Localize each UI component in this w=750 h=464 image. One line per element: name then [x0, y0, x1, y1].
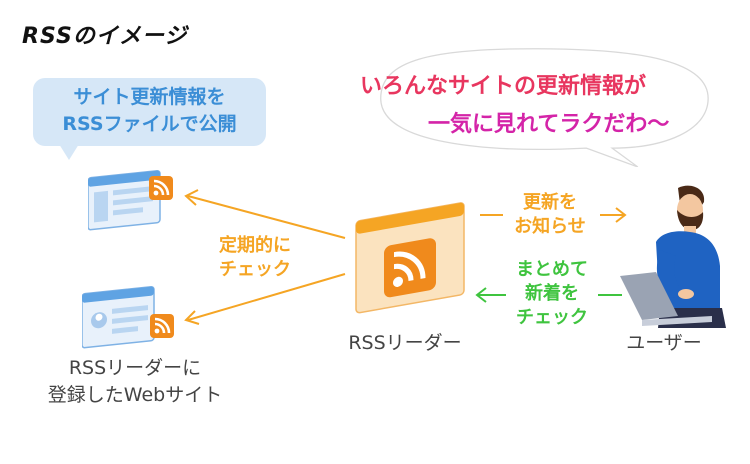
- bulk-check-line-3: チェック: [516, 307, 588, 328]
- rss-reader-label: RSSリーダー: [348, 332, 462, 354]
- site-info-bubble: サイト更新情報を RSSファイルで公開: [33, 78, 266, 160]
- user-speech-bubble: [380, 48, 709, 167]
- rss-feed-icon-1: [149, 176, 173, 200]
- bulk-check-line-2: 新着を: [525, 283, 579, 304]
- registered-sites-label: RSSリーダーに 登録したWebサイト: [15, 355, 255, 409]
- periodic-check-line-2: チェック: [219, 259, 291, 280]
- registered-sites-line-1: RSSリーダーに: [68, 357, 202, 379]
- website-window-icon-1: [88, 169, 161, 231]
- user-illustration: [620, 185, 726, 328]
- user-label: ユーザー: [626, 332, 702, 354]
- notify-line-1: 更新を: [523, 192, 577, 213]
- bulk-check-line-1: まとめて: [516, 259, 588, 280]
- diagram-title: RSSのイメージ: [22, 24, 188, 49]
- bulk-check-label: まとめて 新着を チェック: [502, 258, 602, 330]
- site-info-line-2: RSSファイルで公開: [62, 113, 237, 135]
- rss-feed-icon-2: [150, 314, 174, 338]
- periodic-check-label: 定期的に チェック: [205, 234, 305, 282]
- speech-line-2: 一気に見れてラクだわ〜: [428, 112, 670, 137]
- periodic-check-line-1: 定期的に: [219, 235, 291, 256]
- rss-reader-window-icon: [355, 202, 465, 314]
- site-info-line-1: サイト更新情報を: [73, 86, 226, 108]
- notify-line-2: お知らせ: [514, 216, 586, 237]
- website-window-icon-2: [82, 285, 155, 349]
- registered-sites-line-2: 登録したWebサイト: [47, 384, 223, 406]
- speech-line-1: いろんなサイトの更新情報が: [360, 74, 647, 99]
- user-speech-text: いろんなサイトの更新情報が 一気に見れてラクだわ〜: [340, 68, 730, 144]
- notify-label: 更新を お知らせ: [500, 191, 600, 239]
